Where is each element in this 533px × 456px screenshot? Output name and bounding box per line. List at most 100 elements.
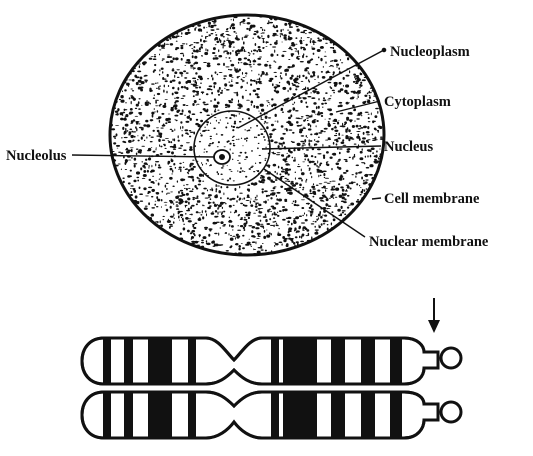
stipple-dot	[229, 217, 230, 219]
stipple-dot	[338, 133, 340, 136]
stipple-dot	[170, 129, 173, 130]
stipple-dot	[192, 178, 194, 181]
stipple-dot	[149, 58, 153, 60]
stipple-dot	[288, 237, 291, 239]
stipple-dot	[251, 50, 252, 52]
stipple-dot	[231, 41, 235, 43]
stipple-dot	[242, 97, 243, 99]
stipple-dot	[302, 230, 305, 231]
stipple-dot	[250, 79, 252, 82]
stipple-dot	[245, 35, 249, 36]
stipple-dot	[374, 136, 376, 139]
stipple-dot	[264, 230, 266, 233]
stipple-dot	[282, 133, 285, 135]
stipple-dot	[205, 210, 207, 212]
stipple-dot	[135, 108, 137, 109]
stipple-dot	[166, 183, 169, 184]
stipple-dot	[245, 90, 247, 91]
stipple-dot	[336, 67, 338, 68]
stipple-dot	[350, 133, 352, 134]
stipple-dot	[176, 208, 179, 210]
stipple-dot	[189, 136, 191, 138]
stipple-dot	[161, 206, 162, 208]
stipple-dot	[331, 168, 333, 170]
stipple-dot	[245, 63, 249, 65]
stipple-dot	[239, 104, 242, 107]
stipple-dot	[231, 125, 232, 127]
label-cell-membrane: Cell membrane	[384, 191, 480, 207]
stipple-dot	[140, 167, 142, 170]
stipple-dot	[221, 167, 224, 169]
stipple-dot	[276, 154, 280, 155]
stipple-dot	[280, 176, 282, 179]
stipple-dot	[330, 95, 332, 96]
stipple-dot	[357, 134, 359, 136]
stipple-dot	[195, 42, 199, 44]
stipple-dot	[295, 37, 297, 39]
stipple-dot	[171, 159, 174, 162]
stipple-dot	[274, 50, 275, 53]
stipple-dot	[285, 181, 289, 182]
stipple-dot	[247, 59, 250, 61]
stipple-dot	[208, 234, 210, 237]
stipple-dot	[371, 112, 372, 115]
stipple-dot	[270, 193, 272, 195]
stipple-dot	[128, 160, 131, 161]
stipple-dot	[218, 49, 219, 52]
stipple-dot	[249, 239, 250, 240]
stipple-dot	[365, 156, 366, 158]
stipple-dot	[154, 108, 155, 110]
stipple-dot	[133, 188, 136, 190]
stipple-dot	[244, 57, 247, 59]
stipple-dot	[319, 211, 321, 214]
stipple-dot	[277, 54, 279, 56]
stipple-dot	[360, 112, 362, 115]
stipple-dot	[250, 167, 253, 168]
chromatid-top	[82, 338, 461, 384]
stipple-dot	[344, 214, 346, 216]
stipple-dot	[310, 133, 312, 135]
stipple-dot	[230, 245, 232, 247]
stipple-dot	[263, 39, 264, 41]
stipple-dot	[278, 67, 281, 69]
stipple-dot	[211, 30, 214, 31]
stipple-dot	[154, 54, 156, 55]
stipple-dot	[195, 197, 199, 198]
stipple-dot	[168, 121, 171, 123]
stipple-dot	[318, 215, 320, 217]
stipple-dot	[213, 127, 216, 129]
stipple-dot	[154, 94, 155, 96]
stipple-dot	[193, 80, 194, 81]
stipple-dot	[225, 203, 227, 204]
stipple-dot	[229, 45, 232, 48]
stipple-dot	[224, 146, 226, 147]
stipple-dot	[224, 50, 228, 52]
stipple-dot	[130, 89, 132, 90]
stipple-dot	[357, 115, 361, 116]
stipple-dot	[361, 177, 363, 180]
stipple-dot	[298, 227, 300, 229]
stipple-dot	[320, 162, 323, 164]
stipple-dot	[344, 121, 347, 124]
stipple-dot	[213, 47, 216, 50]
stipple-dot	[196, 104, 197, 105]
stipple-dot	[233, 16, 237, 18]
stipple-dot	[291, 223, 293, 226]
stipple-dot	[197, 79, 199, 80]
stipple-dot	[217, 204, 218, 206]
stipple-dot	[249, 53, 251, 54]
stipple-dot	[284, 39, 287, 40]
stipple-dot	[302, 75, 304, 77]
stipple-dot	[176, 41, 178, 42]
stipple-dot	[235, 243, 238, 245]
stipple-dot	[374, 174, 376, 177]
stipple-dot	[253, 253, 257, 255]
stipple-dot	[336, 133, 338, 134]
stipple-dot	[325, 140, 328, 141]
stipple-dot	[311, 58, 314, 60]
stipple-dot	[157, 110, 159, 113]
stipple-dot	[162, 60, 164, 61]
stipple-dot	[160, 220, 161, 223]
stipple-dot	[225, 233, 226, 234]
stipple-dot	[307, 96, 311, 97]
